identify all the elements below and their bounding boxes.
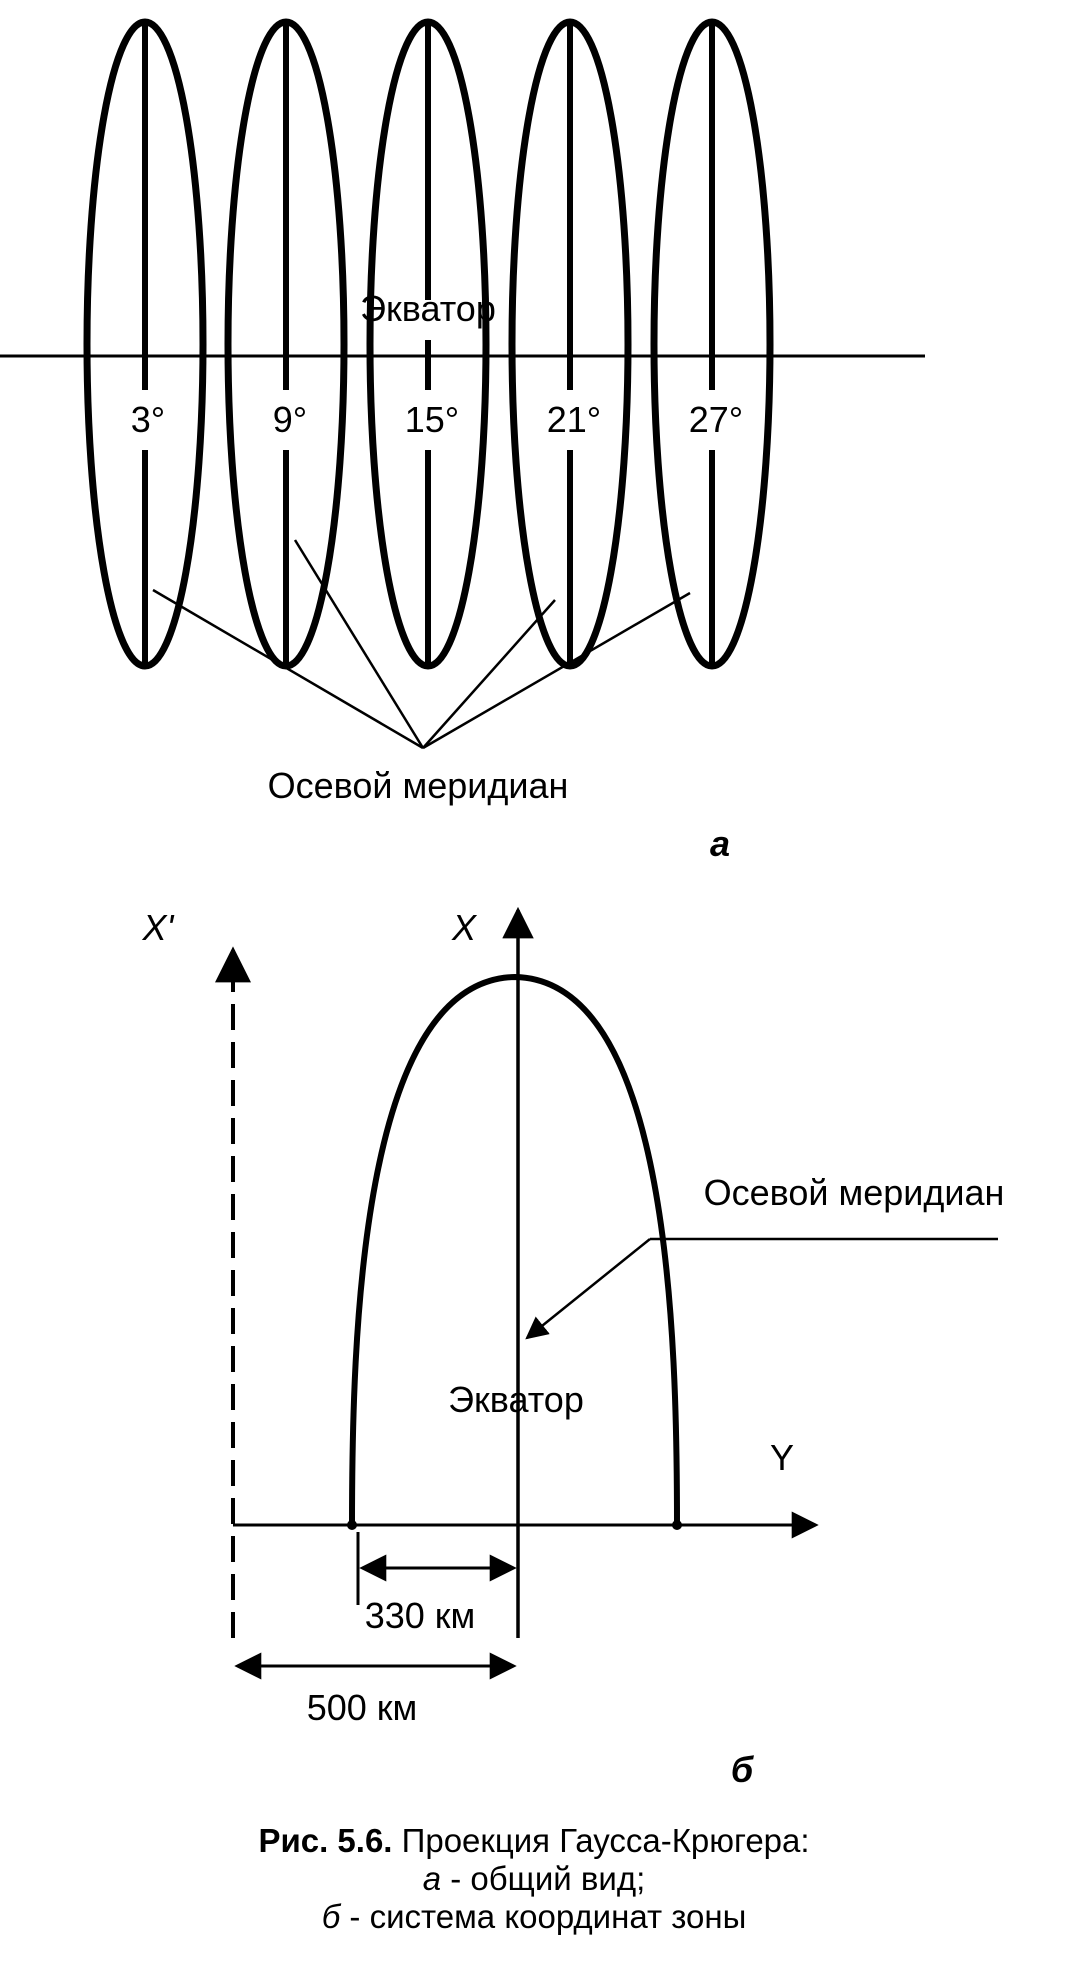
zone-label-15: 15° — [405, 399, 459, 440]
zone-label-9: 9° — [273, 399, 307, 440]
equator-label-a: Экватор — [360, 288, 496, 329]
dim-500-label: 500 км — [307, 1687, 418, 1728]
panel-b: X' X Y Осевой меридиан Экватор 330 км 50… — [142, 906, 1005, 1790]
caption-a-text: - общий вид; — [441, 1860, 646, 1897]
panel-a: Экватор 3° 9° 15° 21° 27° Осевой меридиа… — [0, 18, 925, 864]
meridian-leader-arrow-b — [525, 1238, 651, 1340]
axial-meridian-lines — [142, 22, 715, 666]
caption-line-3: б - система координат зоны — [0, 1898, 1068, 1936]
caption-a-letter: а — [422, 1860, 442, 1897]
zone-outline-b — [349, 973, 680, 1526]
dim-330-label: 330 км — [365, 1595, 476, 1636]
caption-b-letter: б — [321, 1898, 341, 1935]
zone-label-3: 3° — [131, 399, 165, 440]
caption-line-1: Рис. 5.6. Проекция Гаусса-Крюгера: — [0, 1822, 1068, 1860]
panel-a-letter: а — [710, 823, 730, 864]
zone-corner-left — [347, 1520, 357, 1530]
caption-line-2: а - общий вид; — [0, 1860, 1068, 1898]
figure-caption: Рис. 5.6. Проекция Гаусса-Крюгера: а - о… — [0, 1822, 1068, 1936]
meridian-label-b: Осевой меридиан — [704, 1172, 1005, 1213]
meridian-label-a: Осевой меридиан — [268, 765, 569, 806]
panel-b-letter: б — [731, 1749, 755, 1790]
caption-title: Проекция Гаусса-Крюгера: — [392, 1822, 810, 1859]
y-label: Y — [770, 1437, 794, 1478]
caption-head: Рис. 5.6. — [258, 1822, 393, 1859]
x-label: X — [451, 907, 478, 948]
zone-corner-right — [672, 1520, 682, 1530]
equator-label-b: Экватор — [448, 1379, 584, 1420]
zone-label-27: 27° — [689, 399, 743, 440]
zone-label-21: 21° — [547, 399, 601, 440]
x-prime-label: X' — [142, 907, 175, 948]
meridian-leader-lines — [152, 539, 691, 750]
caption-b-text: - система координат зоны — [340, 1898, 747, 1935]
